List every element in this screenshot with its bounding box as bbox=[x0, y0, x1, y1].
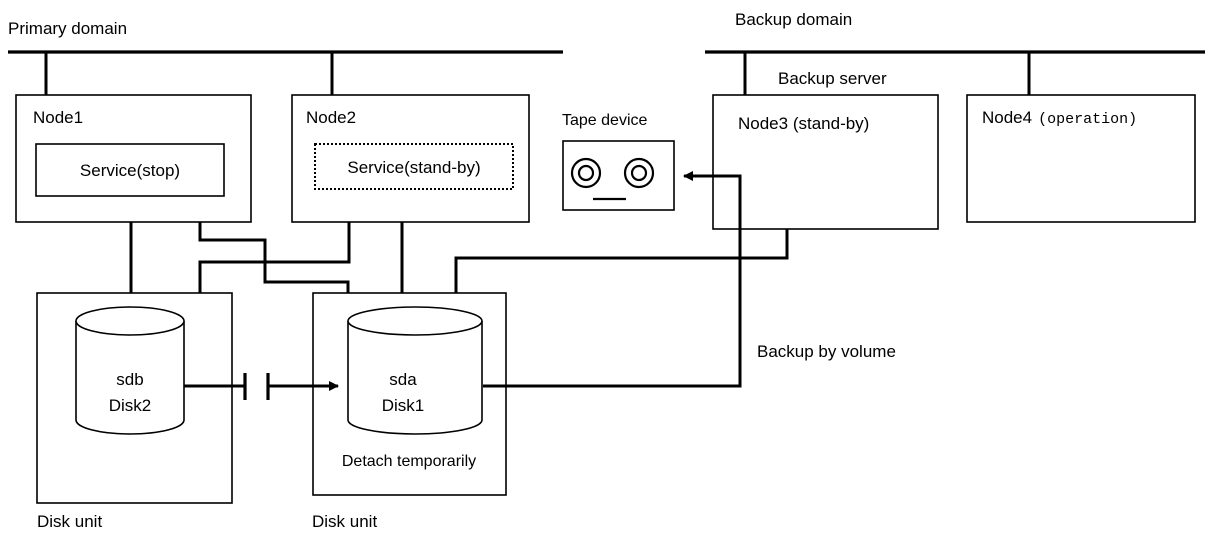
backup-path-arrow bbox=[483, 171, 742, 388]
backup-server-label: Backup server bbox=[778, 69, 887, 88]
node3-to-disk-unit-right-link bbox=[454, 229, 789, 293]
node1-service-label: Service(stop) bbox=[80, 161, 180, 180]
tape-device-label: Tape device bbox=[562, 112, 647, 129]
disk-unit-left-label: Disk unit bbox=[37, 512, 102, 531]
tape-reels-icon bbox=[570, 157, 655, 201]
disk1-cylinder-icon bbox=[347, 306, 483, 435]
disk2-device-label: sdb bbox=[116, 370, 143, 389]
disk2-cylinder-icon bbox=[75, 306, 185, 435]
primary-domain-label: Primary domain bbox=[8, 19, 127, 38]
disk-unit-right-label: Disk unit bbox=[312, 512, 377, 531]
node3-label: Node3 (stand-by) bbox=[738, 114, 869, 133]
node2-to-disk-unit-left-link bbox=[198, 222, 351, 293]
disk1-device-label: sda bbox=[389, 370, 417, 389]
backup-domain-label: Backup domain bbox=[735, 10, 852, 29]
node1-service-box bbox=[35, 143, 225, 197]
node1-to-disk-unit-right-link bbox=[198, 222, 350, 293]
node2-label: Node2 bbox=[306, 108, 356, 127]
detach-indicator bbox=[184, 373, 339, 400]
node1-label: Node1 bbox=[33, 108, 83, 127]
disk2-label: Disk2 bbox=[109, 396, 152, 415]
node2-box bbox=[291, 94, 530, 223]
disk1-label: Disk1 bbox=[382, 396, 425, 415]
node3-box bbox=[712, 94, 939, 230]
node4-box bbox=[966, 94, 1196, 223]
node2-service-box bbox=[314, 143, 514, 190]
node4-label: Node4(operation) bbox=[982, 108, 1137, 128]
node2-service-label: Service(stand-by) bbox=[347, 158, 480, 177]
backup-by-volume-label: Backup by volume bbox=[757, 342, 896, 361]
detach-temporarily-label: Detach temporarily bbox=[342, 453, 476, 470]
